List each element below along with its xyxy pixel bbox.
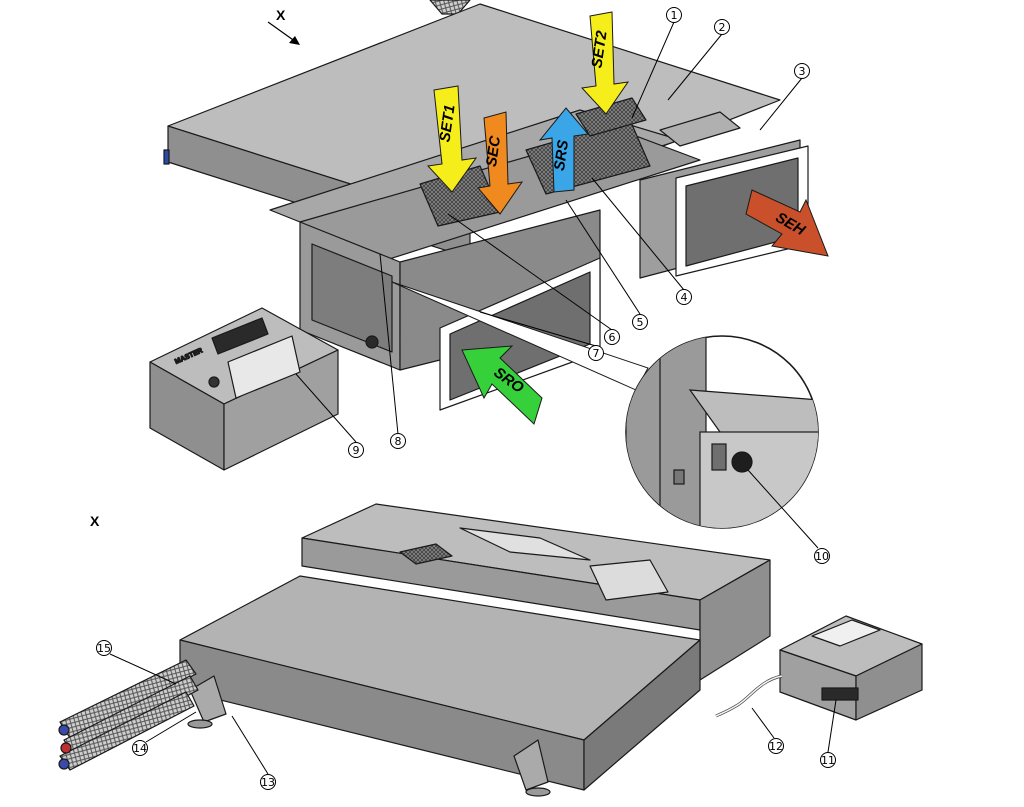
callout-5: 5 bbox=[632, 314, 648, 330]
callout-7: 7 bbox=[588, 345, 604, 361]
bottom-filter-mesh bbox=[399, 543, 453, 565]
callout-number: 8 bbox=[395, 435, 402, 448]
callout-number: 9 bbox=[353, 444, 360, 457]
leader-10 bbox=[747, 469, 819, 549]
callout-circle bbox=[794, 63, 810, 79]
callout-circle bbox=[666, 7, 682, 23]
arrow-label-set2: SET2 bbox=[589, 29, 611, 69]
leader-3 bbox=[759, 77, 803, 131]
arrow-sec: SEC bbox=[477, 111, 524, 215]
callout-number: 2 bbox=[719, 21, 726, 34]
direction-marker: X bbox=[267, 7, 300, 45]
nameplate bbox=[211, 317, 269, 355]
leader-6 bbox=[447, 213, 613, 331]
callout-6: 6 bbox=[604, 329, 620, 345]
leader-9 bbox=[295, 373, 357, 443]
callout-number: 11 bbox=[821, 754, 835, 767]
arrow-label-set1: SET1 bbox=[437, 104, 459, 144]
control-box-bottom bbox=[715, 615, 923, 721]
leader-1 bbox=[631, 21, 675, 119]
callout-circle bbox=[632, 314, 648, 330]
callout-number: 3 bbox=[799, 65, 806, 78]
callout-11: 11 bbox=[820, 752, 836, 768]
callout-circle bbox=[588, 345, 604, 361]
bottom-unit bbox=[58, 503, 771, 797]
callout-number: 1 bbox=[671, 9, 678, 22]
leader-15 bbox=[109, 653, 177, 685]
callout-circle bbox=[768, 738, 784, 754]
callout-12: 12 bbox=[768, 738, 784, 754]
arrow-set2: SET2 bbox=[580, 11, 630, 115]
callout-number: 7 bbox=[593, 347, 600, 360]
callout-circle bbox=[820, 752, 836, 768]
callout-circle bbox=[390, 433, 406, 449]
leader-4 bbox=[591, 177, 685, 291]
callout-2: 2 bbox=[714, 19, 730, 35]
callout-number: 14 bbox=[133, 742, 147, 755]
callout-circle bbox=[348, 442, 364, 458]
leader-14 bbox=[145, 711, 197, 743]
view-title: X bbox=[90, 513, 100, 529]
callout-8: 8 bbox=[390, 433, 406, 449]
arrow-set1: SET1 bbox=[426, 85, 478, 193]
arrow-seh: SEH bbox=[745, 189, 829, 257]
callout-circle bbox=[676, 289, 692, 305]
callout-number: 5 bbox=[637, 316, 644, 329]
side-recess bbox=[589, 559, 669, 601]
direction-arrow-head bbox=[289, 36, 300, 45]
bottom-box-side bbox=[583, 639, 701, 791]
callout-number: 6 bbox=[609, 331, 616, 344]
mounting-foot-left bbox=[189, 675, 227, 723]
callout-circle bbox=[814, 548, 830, 564]
callout-circle bbox=[260, 774, 276, 790]
label-panel bbox=[227, 335, 301, 399]
blue-tab bbox=[163, 149, 170, 165]
callout-14: 14 bbox=[132, 740, 148, 756]
leader-8 bbox=[379, 253, 399, 435]
callout-13: 13 bbox=[260, 774, 276, 790]
leader-13 bbox=[231, 715, 269, 775]
callout-circle bbox=[604, 329, 620, 345]
cb2-side bbox=[855, 643, 923, 721]
callout-15: 15 bbox=[96, 640, 112, 656]
callout-number: 10 bbox=[815, 550, 829, 563]
side-panel bbox=[311, 243, 393, 353]
callout-circle bbox=[714, 19, 730, 35]
callout-number: 13 bbox=[261, 776, 275, 789]
direction-arrow-line bbox=[267, 21, 297, 43]
callout-1: 1 bbox=[666, 7, 682, 23]
gland-knob bbox=[365, 335, 379, 349]
arrow-label-srs: SRS bbox=[551, 139, 572, 172]
arrow-label-sec: SEC bbox=[483, 134, 504, 168]
callout-number: 15 bbox=[97, 642, 111, 655]
callout-10: 10 bbox=[814, 548, 830, 564]
direction-marker-label: X bbox=[276, 7, 286, 23]
callout-4: 4 bbox=[676, 289, 692, 305]
control-box-top: MASTER bbox=[149, 307, 339, 471]
callout-number: 12 bbox=[769, 740, 783, 753]
callout-number: 4 bbox=[681, 291, 688, 304]
callout-circle bbox=[96, 640, 112, 656]
control-box-front-face bbox=[223, 349, 339, 471]
top-recess bbox=[459, 527, 591, 561]
callout-9: 9 bbox=[348, 442, 364, 458]
cb2-label bbox=[811, 619, 881, 647]
mounting-foot-right bbox=[513, 739, 549, 791]
leader-7 bbox=[479, 311, 597, 347]
cb2-connectors bbox=[821, 687, 859, 701]
detail-inset bbox=[391, 281, 819, 529]
leader-5 bbox=[565, 199, 641, 315]
top-unit bbox=[163, 0, 809, 411]
callout-circle bbox=[132, 740, 148, 756]
leader-11 bbox=[827, 699, 837, 753]
arrow-srs: SRS bbox=[538, 107, 589, 193]
callout-3: 3 bbox=[794, 63, 810, 79]
inset-gland-knob bbox=[731, 451, 753, 473]
control-knob bbox=[208, 376, 220, 388]
leader-12 bbox=[751, 707, 775, 739]
leader-2 bbox=[667, 33, 723, 101]
access-cover bbox=[659, 111, 741, 147]
